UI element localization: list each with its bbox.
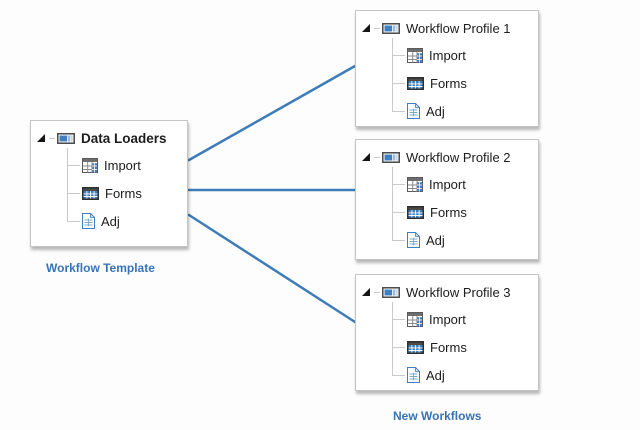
tree-stub-line xyxy=(374,157,380,158)
workflow-template-box: Data Loaders Import Forms Adj xyxy=(30,120,188,247)
panel-icon xyxy=(57,133,75,144)
tree-node-adj: Adj xyxy=(67,207,181,235)
expander-icon xyxy=(362,24,370,32)
connector-line-profile-1 xyxy=(187,64,357,162)
tree-node-adj: Adj xyxy=(392,97,532,125)
tree-item-label: Import xyxy=(429,311,466,327)
tree-node-adj: Adj xyxy=(392,226,532,254)
tree-children: Import Forms Adj xyxy=(392,167,532,254)
tree-node-import: Import xyxy=(392,305,532,333)
tree-item-label: Import xyxy=(104,157,141,173)
forms-grid-icon xyxy=(407,341,424,354)
tree-item-label: Import xyxy=(429,47,466,63)
tree-item-label: Forms xyxy=(430,75,467,91)
panel-icon xyxy=(382,152,400,163)
expander-icon xyxy=(362,288,370,296)
tree-title: Workflow Profile 2 xyxy=(406,150,511,165)
tree-children: Import Forms Adj xyxy=(67,148,181,235)
workflow-template-caption: Workflow Template xyxy=(46,261,155,275)
tree-node-adj: Adj xyxy=(392,361,532,389)
tree-title: Workflow Profile 1 xyxy=(406,21,511,36)
tree-node-profile-1: Workflow Profile 1 xyxy=(361,16,532,41)
panel-icon xyxy=(382,287,400,298)
new-workflows-caption: New Workflows xyxy=(393,409,482,423)
expander-icon xyxy=(362,153,370,161)
forms-grid-icon xyxy=(82,187,99,200)
tree-item-label: Import xyxy=(429,176,466,192)
import-table-icon xyxy=(407,312,423,327)
adj-document-icon xyxy=(407,232,420,248)
tree-item-label: Adj xyxy=(101,213,120,229)
tree-node-profile-2: Workflow Profile 2 xyxy=(361,145,532,170)
tree-title: Workflow Profile 3 xyxy=(406,285,511,300)
workflow-profile-2-box: Workflow Profile 2 Import Forms Adj xyxy=(355,139,539,260)
tree-node-forms: Forms xyxy=(67,179,181,207)
workflow-profile-1-box: Workflow Profile 1 Import Forms Adj xyxy=(355,10,539,127)
tree-item-label: Adj xyxy=(426,232,445,248)
import-table-icon xyxy=(82,158,98,173)
tree-node-profile-3: Workflow Profile 3 xyxy=(361,280,532,305)
tree-node-import: Import xyxy=(392,41,532,69)
forms-grid-icon xyxy=(407,77,424,90)
tree-node-forms: Forms xyxy=(392,198,532,226)
tree-item-label: Adj xyxy=(426,103,445,119)
tree-node-data-loaders: Data Loaders xyxy=(36,126,181,151)
adj-document-icon xyxy=(82,213,95,229)
panel-icon xyxy=(382,23,400,34)
tree-title: Data Loaders xyxy=(81,131,167,146)
forms-grid-icon xyxy=(407,206,424,219)
tree-item-label: Forms xyxy=(430,339,467,355)
tree-stub-line xyxy=(374,28,380,29)
tree-children: Import Forms Adj xyxy=(392,38,532,125)
adj-document-icon xyxy=(407,367,420,383)
import-table-icon xyxy=(407,177,423,192)
tree-item-label: Forms xyxy=(105,185,142,201)
tree-node-import: Import xyxy=(67,151,181,179)
tree-item-label: Adj xyxy=(426,367,445,383)
expander-icon xyxy=(37,134,45,142)
tree-children: Import Forms Adj xyxy=(392,302,532,389)
tree-node-forms: Forms xyxy=(392,333,532,361)
tree-stub-line xyxy=(374,292,380,293)
adj-document-icon xyxy=(407,103,420,119)
connector-line-profile-3 xyxy=(187,213,357,324)
tree-node-import: Import xyxy=(392,170,532,198)
tree-stub-line xyxy=(49,138,55,139)
import-table-icon xyxy=(407,48,423,63)
tree-item-label: Forms xyxy=(430,204,467,220)
tree-node-forms: Forms xyxy=(392,69,532,97)
workflow-profile-3-box: Workflow Profile 3 Import Forms Adj xyxy=(355,274,539,391)
